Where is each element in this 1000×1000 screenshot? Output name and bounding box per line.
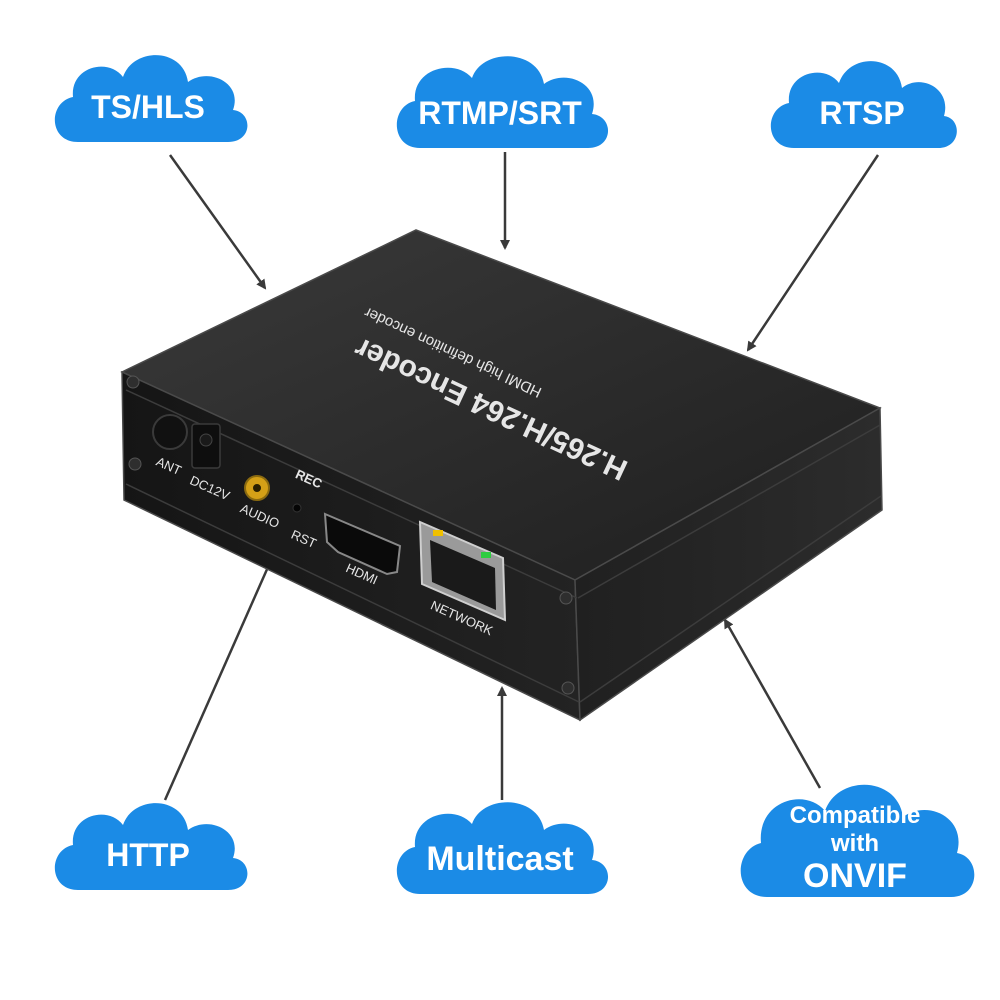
cloud-icon: [770, 61, 957, 148]
cloud-icon: [396, 802, 609, 894]
cloud-multicast: Multicast: [396, 802, 609, 894]
arrow-onvif: [723, 618, 822, 789]
arrow-rtsp: [746, 154, 880, 352]
cloud-onvif: Compatible with ONVIF: [740, 784, 975, 897]
protocol-label-rtsp: RTSP: [819, 95, 904, 131]
hdmi-port-icon: [323, 512, 402, 576]
protocol-label-rtmp-srt: RTMP/SRT: [418, 95, 582, 131]
screw-icon: [559, 591, 573, 605]
screw-icon: [128, 457, 142, 471]
cloud-icon: [54, 803, 248, 890]
device-side-face: [574, 406, 883, 722]
arrow-http: [163, 556, 274, 801]
protocol-label-onvif-line3: ONVIF: [803, 857, 907, 895]
protocol-label-onvif-line1: Compatible: [790, 802, 921, 829]
screw-icon: [561, 681, 575, 695]
protocol-label-onvif-line2: with: [830, 830, 879, 857]
arrows: [163, 152, 880, 801]
protocol-label-ts-hls: TS/HLS: [91, 89, 205, 125]
protocol-label-multicast: Multicast: [426, 840, 573, 878]
cloud-rtmp-srt: RTMP/SRT: [396, 56, 609, 148]
reset-button-icon: [292, 503, 302, 513]
cloud-icon: [740, 784, 975, 897]
cloud-http: HTTP: [54, 803, 248, 890]
screw-icon: [126, 375, 140, 389]
encoder-device: H.265/H.264 Encoder HDMI high definition…: [120, 229, 883, 722]
arrow-ts-hls: [168, 154, 267, 290]
cloud-icon: [396, 56, 609, 148]
cloud-ts-hls: TS/HLS: [54, 55, 248, 142]
cloud-rtsp: RTSP: [770, 61, 957, 148]
antenna-connector-icon: [152, 414, 188, 450]
protocol-label-http: HTTP: [106, 837, 190, 873]
cloud-icon: [54, 55, 248, 142]
